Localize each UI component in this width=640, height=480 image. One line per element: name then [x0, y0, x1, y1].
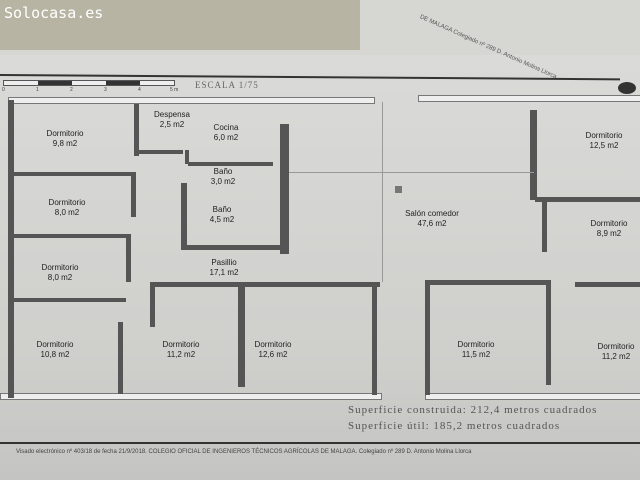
room-name: Despensa: [153, 110, 191, 119]
room-area: 11,2 m2: [601, 352, 631, 361]
room-area: 4,5 m2: [209, 215, 235, 224]
scale-tick: 1: [36, 87, 39, 93]
floor-plan-paper: [0, 55, 640, 480]
room-name: Dormitorio: [585, 131, 623, 140]
scale-label: ESCALA 1/75: [195, 80, 259, 90]
scale-tick: 0: [2, 87, 5, 93]
room-area: 47,6 m2: [417, 219, 447, 228]
superficie-construida: Superficie construida: 212,4 metros cuad…: [348, 404, 598, 416]
room-area: 3,0 m2: [210, 177, 236, 186]
room-name: Dormitorio: [254, 340, 292, 349]
room-name: Dormitorio: [597, 342, 635, 351]
scale-tick: 2: [70, 87, 73, 93]
room-name: Baño: [212, 205, 232, 214]
room-area: 8,9 m2: [596, 229, 622, 238]
room-area: 12,6 m2: [258, 350, 288, 359]
room-area: 11,5 m2: [461, 350, 491, 359]
room-name: Cocina: [213, 123, 239, 132]
room-name: Dormitorio: [162, 340, 200, 349]
background-table: [0, 0, 360, 50]
room-name: Dormitorio: [46, 129, 84, 138]
border-line: [0, 442, 640, 444]
room-area: 17,1 m2: [209, 268, 239, 277]
room-name: Dormitorio: [457, 340, 495, 349]
scale-tick: 3: [104, 87, 107, 93]
room-area: 10,8 m2: [40, 350, 70, 359]
north-arrow-icon: [618, 82, 636, 94]
room-area: 11,2 m2: [166, 350, 196, 359]
room-name: Dormitorio: [590, 219, 628, 228]
room-name: Dormitorio: [36, 340, 74, 349]
room-name: Dormitorio: [41, 263, 79, 272]
scale-bar: [3, 80, 175, 86]
room-area: 8,0 m2: [54, 208, 80, 217]
room-name: Baño: [213, 167, 233, 176]
room-name: Dormitorio: [48, 198, 86, 207]
scale-tick: 5 m: [170, 87, 179, 93]
visado-text: Visado electrónico nº 403/18 de fecha 21…: [16, 449, 472, 455]
room-area: 2,5 m2: [159, 120, 185, 129]
room-name: Salón comedor: [405, 209, 459, 218]
scale-tick: 4: [138, 87, 141, 93]
watermark-logo: Solocasa.es: [4, 4, 104, 22]
room-name: Pasillio: [211, 258, 237, 267]
room-area: 12,5 m2: [589, 141, 619, 150]
superficie-util: Superficie útil: 185,2 metros cuadrados: [348, 420, 561, 432]
room-area: 9,8 m2: [52, 139, 78, 148]
room-area: 8,0 m2: [47, 273, 73, 282]
room-area: 6,0 m2: [213, 133, 239, 142]
